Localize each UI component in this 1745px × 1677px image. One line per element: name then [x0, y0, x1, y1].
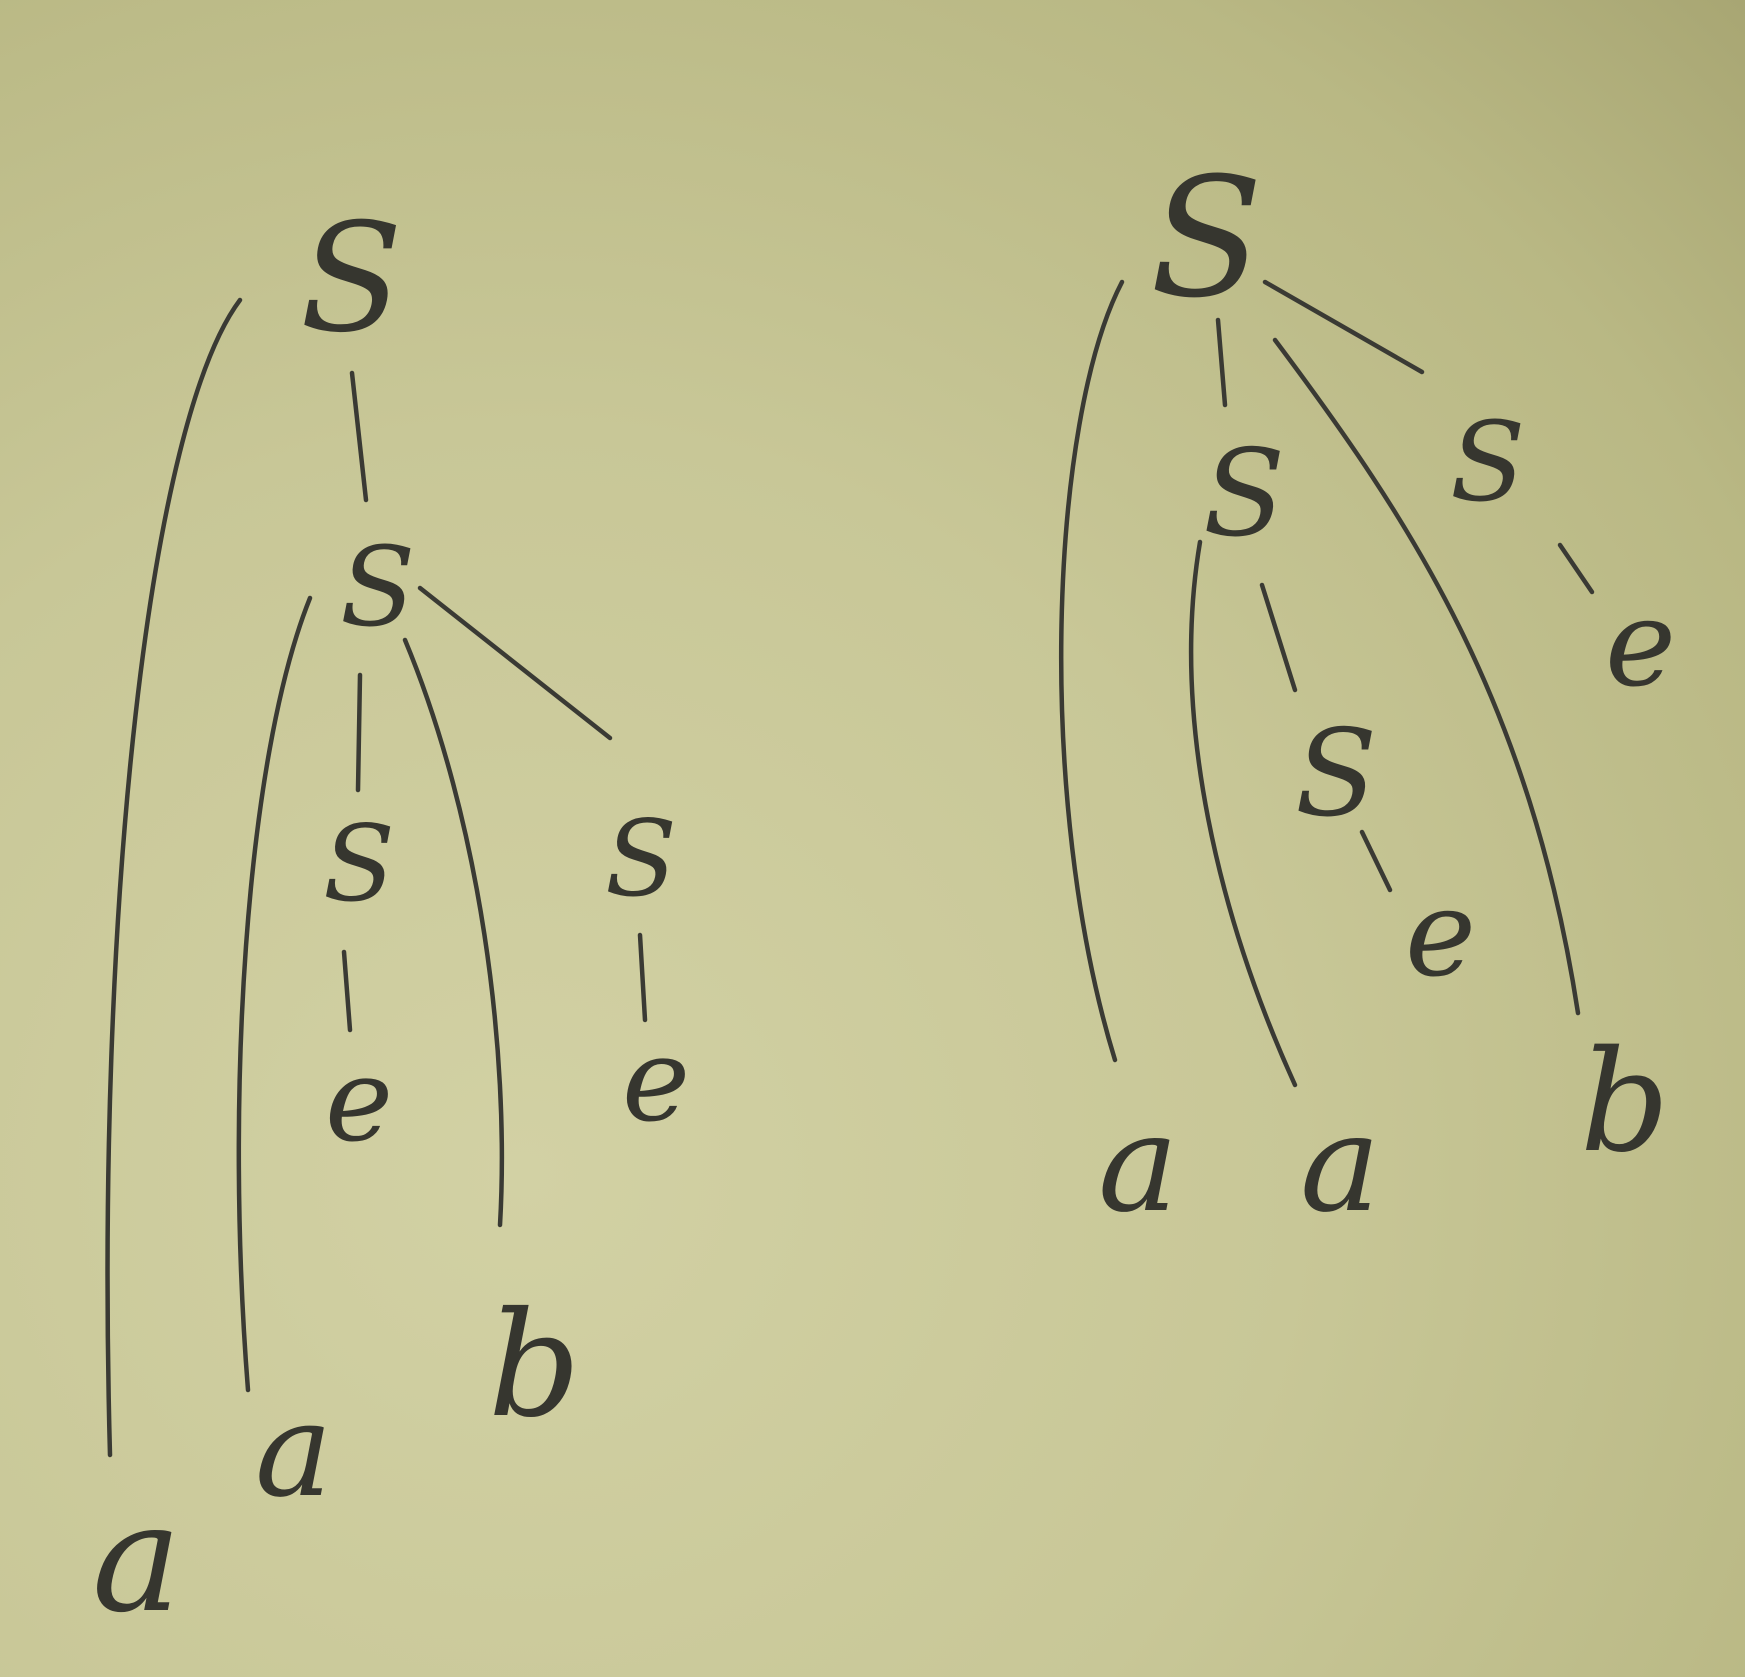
edge-s1-s2 — [1259, 582, 1298, 693]
right-s1-node: S — [1203, 425, 1285, 564]
left-a1-node: a — [92, 1472, 181, 1646]
left-a2-node: a — [255, 1374, 333, 1526]
edge-root-s3 — [1262, 279, 1425, 375]
left-b1-node: b — [488, 1281, 581, 1450]
left-root-node: S — [300, 192, 403, 366]
right-e2-node: e — [1605, 575, 1676, 714]
right-a2-node: a — [1300, 1085, 1381, 1242]
left-parse-tree: S S S S e e a a b — [92, 192, 690, 1646]
edge-root-a1 — [1059, 279, 1125, 1063]
edge-s1-b1 — [402, 637, 505, 1228]
right-a1-node: a — [1098, 1085, 1179, 1242]
edge-root-a1 — [105, 297, 243, 1458]
right-s3-node: S — [1450, 398, 1525, 526]
edge-s3-e2 — [637, 932, 648, 1023]
edge-s1-s2 — [355, 672, 363, 793]
left-s3-node: S — [605, 798, 677, 920]
edge-root-b1 — [1272, 337, 1581, 1016]
right-s2-node: S — [1295, 705, 1377, 844]
left-s1-node: S — [340, 523, 415, 651]
edge-root-s1 — [1215, 317, 1228, 408]
right-root-node: S — [1150, 142, 1263, 334]
edge-s3-e2 — [1557, 542, 1595, 595]
left-e1-node: e — [325, 1034, 393, 1168]
edge-s2-e1 — [1359, 829, 1393, 893]
right-parse-tree: S S S S e e a a b — [1059, 142, 1676, 1242]
edge-s1-a2 — [1188, 539, 1298, 1088]
edge-s1-s3 — [417, 585, 613, 741]
right-e1-node: e — [1405, 865, 1476, 1004]
left-s2-node: S — [323, 803, 395, 925]
left-e2-node: e — [622, 1014, 690, 1148]
edge-s2-e1 — [341, 949, 353, 1033]
edge-root-s1 — [349, 370, 369, 503]
edge-s1-a2 — [236, 595, 313, 1393]
right-b1-node: b — [1580, 1021, 1670, 1184]
